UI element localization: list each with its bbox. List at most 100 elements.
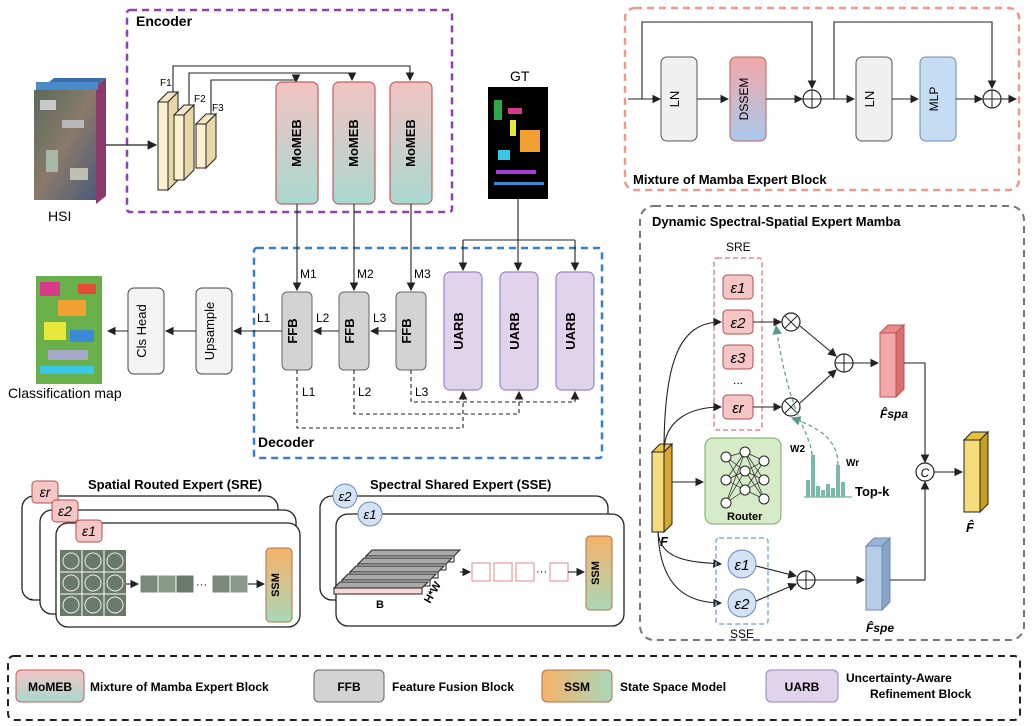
ffb-block-2: FFB xyxy=(338,291,370,371)
output-feature-f xyxy=(962,430,990,514)
momeb-block-3: MoMEB xyxy=(389,81,433,205)
sse-expert-2: ε2 xyxy=(727,588,757,618)
mlp-label: MLP xyxy=(927,87,941,112)
legend-uarb-desc-line2: Refinement Block xyxy=(870,687,972,701)
patch-dots: ··· xyxy=(196,579,207,591)
wr-label: Wr xyxy=(846,458,859,469)
sre-tag-r: εr xyxy=(31,480,59,504)
feature-f-spa xyxy=(878,323,906,399)
sse-tag-2-label: ε2 xyxy=(339,489,353,504)
momeb-3-label: MoMEB xyxy=(403,119,418,167)
ffb-block-3: FFB xyxy=(395,291,427,371)
sre-tag-1: ε1 xyxy=(75,519,103,543)
momeb-detail-title: Mixture of Mamba Expert Block xyxy=(633,172,827,187)
ffb-2-label: FFB xyxy=(342,318,357,343)
sre-expert-1: ε1 xyxy=(722,274,754,300)
m1-label: M1 xyxy=(300,267,317,281)
ln-block-2: LN xyxy=(855,56,893,142)
cls-head-label: Cls Head xyxy=(134,304,149,357)
classification-map-label: Classification map xyxy=(8,385,122,401)
hsi-cube xyxy=(34,78,106,204)
f-spe-label: F̂spe xyxy=(866,620,894,635)
sse-label: SSE xyxy=(730,627,754,641)
sre-ellipsis: ... xyxy=(733,373,743,387)
momeb-block-1: MoMEB xyxy=(275,81,319,205)
legend-uarb-desc-line1: Uncertainty-Aware xyxy=(846,671,952,685)
patch-sequence xyxy=(139,574,249,594)
sre-tag-2-label: ε2 xyxy=(58,503,72,519)
decoder-panel: Decoder xyxy=(252,246,604,460)
sse-expert-1: ε1 xyxy=(727,549,757,579)
add-icon-spe xyxy=(796,570,816,590)
l2-label-bottom: L2 xyxy=(358,385,372,399)
spectral-bands xyxy=(332,549,462,595)
dssem-detail-title: Dynamic Spectral-Spatial Expert Mamba xyxy=(652,214,901,229)
sre-tag-r-label: εr xyxy=(40,484,52,500)
legend-ssm-desc: State Space Model xyxy=(620,680,726,694)
dssem-detail-panel: Dynamic Spectral-Spatial Expert Mamba xyxy=(639,205,1025,641)
f-spa-label: F̂spa xyxy=(880,406,908,421)
sre-e3-label: ε3 xyxy=(731,350,747,367)
router-block: Router xyxy=(704,437,782,525)
encoder-title: Encoder xyxy=(136,13,193,29)
encoder-panel: Encoder xyxy=(125,8,454,214)
legend-uarb-key: UARB xyxy=(785,680,820,694)
decoder-title: Decoder xyxy=(258,434,315,450)
legend-ffb-desc: Feature Fusion Block xyxy=(392,680,514,694)
token-dots: ··· xyxy=(536,566,547,578)
sse-ssm-label: SSM xyxy=(590,561,602,585)
sre-e2-label: ε2 xyxy=(731,315,747,332)
l1-label-bottom: L1 xyxy=(302,385,316,399)
sse-tag-2: ε2 xyxy=(332,483,358,509)
legend-ffb: FFB Feature Fusion Block xyxy=(313,669,514,703)
dssem-label: DSSEM xyxy=(737,78,751,121)
stack-ellipsis: . xyxy=(30,589,33,603)
router-label: Router xyxy=(727,511,763,523)
sse-detail-title: Spectral Shared Expert (SSE) xyxy=(370,477,551,492)
legend-momeb-key: MoMEB xyxy=(28,680,72,694)
token-sequence xyxy=(471,562,569,582)
classification-map xyxy=(36,276,102,384)
sse-e2-label: ε2 xyxy=(735,596,751,613)
uarb-block-2: UARB xyxy=(499,271,539,391)
sre-expert-3: ε3 xyxy=(722,344,754,370)
sre-e1-label: ε1 xyxy=(731,280,746,297)
topk-histogram xyxy=(804,455,852,498)
sre-ssm-block: SSM xyxy=(265,547,293,623)
sre-group-box xyxy=(713,257,763,431)
multiply-icon-1 xyxy=(781,312,801,332)
ln-2-label: LN xyxy=(862,91,877,108)
uarb-block-1: UARB xyxy=(443,271,483,391)
feature-f-spe xyxy=(864,536,892,612)
ffb-block-1: FFB xyxy=(281,291,313,371)
feature-f3 xyxy=(194,112,218,170)
concat-label: C xyxy=(921,466,930,480)
momeb-1-label: MoMEB xyxy=(289,119,304,167)
ffb-3-label: FFB xyxy=(399,318,414,343)
legend-ssm-key: SSM xyxy=(564,680,590,694)
input-feature-f-label: F xyxy=(660,534,669,549)
output-feature-label: F̂ xyxy=(966,520,975,535)
momeb-detail-panel: Mixture of Mamba Expert Block xyxy=(623,6,1021,192)
mlp-block: MLP xyxy=(919,56,957,142)
l2-label-top: L2 xyxy=(316,311,330,325)
feature-f2 xyxy=(172,103,196,182)
sre-label: SRE xyxy=(726,240,751,254)
legend-ssm: SSM State Space Model xyxy=(541,669,726,703)
gt-image xyxy=(488,87,548,199)
sre-er-label: εr xyxy=(732,400,745,417)
m3-label: M3 xyxy=(414,267,431,281)
m2-label: M2 xyxy=(357,267,374,281)
sse-tag-1: ε1 xyxy=(357,501,383,527)
sse-ssm-block: SSM xyxy=(585,535,613,611)
l3-label-bottom: L3 xyxy=(415,385,429,399)
sse-tag-1-label: ε1 xyxy=(364,507,377,522)
f2-label: F2 xyxy=(194,94,206,105)
legend-momeb: MoMEB Mixture of Mamba Expert Block xyxy=(15,669,269,703)
sre-expert-2: ε2 xyxy=(722,309,754,335)
hsi-label: HSI xyxy=(48,208,71,224)
patch-grid xyxy=(60,550,126,616)
dssem-block: DSSEM xyxy=(729,56,767,142)
sre-expert-r: εr xyxy=(722,394,754,420)
